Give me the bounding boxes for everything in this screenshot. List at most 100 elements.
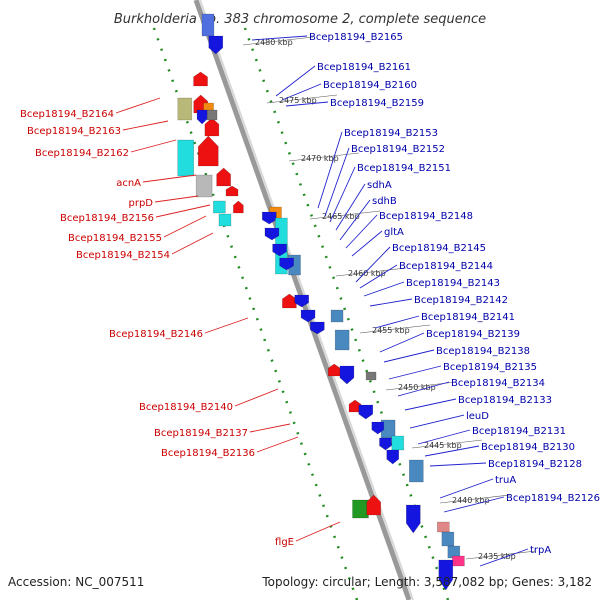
leader-line-right <box>251 35 308 41</box>
gene-feature-blue <box>339 365 355 385</box>
leader-line-left <box>130 139 177 153</box>
gene-feature-blue <box>405 504 421 534</box>
accession-text: Accession: NC_007511 <box>8 575 144 589</box>
leader-line-right <box>275 65 316 97</box>
gene-feature-red <box>204 117 220 137</box>
gene-label-right: Bcep18194_B2143 <box>406 278 500 289</box>
gene-feature-blue <box>196 109 208 125</box>
gene-feature-blue <box>201 13 215 37</box>
kbp-tick-label: 2460 kbp <box>348 269 386 278</box>
leader-line-right <box>335 183 366 231</box>
leader-line-right <box>417 429 471 445</box>
gene-feature-blue <box>438 559 454 591</box>
leader-line-right <box>355 246 391 283</box>
gene-label-right: Bcep18194_B2159 <box>330 98 424 109</box>
leader-line-right <box>397 381 450 397</box>
gene-feature-steel <box>334 329 350 351</box>
gene-feature-blue <box>300 309 316 323</box>
kbp-tick-label: 2480 kbp <box>255 38 293 47</box>
gene-feature-red <box>348 399 362 413</box>
gene-feature-cyan <box>213 200 226 214</box>
kbp-tick-line <box>242 36 314 46</box>
gene-label-right: Bcep18194_B2133 <box>458 395 552 406</box>
gene-label-right: sdhB <box>372 196 397 207</box>
leader-line-left <box>204 317 249 334</box>
leader-line-right <box>317 131 343 209</box>
leader-line-right <box>388 365 442 380</box>
gene-label-right: Bcep18194_B2130 <box>481 442 575 453</box>
gene-label-left: Bcep18194_B2164 <box>20 109 114 120</box>
gene-label-left: Bcep18194_B2155 <box>68 233 162 244</box>
gene-feature-pink <box>437 521 450 533</box>
gene-feature-red <box>366 494 382 516</box>
leader-line-left <box>122 120 169 131</box>
kbp-tick-label: 2455 kbp <box>372 326 410 335</box>
gene-feature-red <box>282 293 297 309</box>
gene-label-right: Bcep18194_B2144 <box>399 261 493 272</box>
leader-line-left <box>115 97 161 114</box>
gene-label-left: Bcep18194_B2146 <box>109 329 203 340</box>
kbp-tick-label: 2450 kbp <box>398 383 436 392</box>
gene-label-right: Bcep18194_B2160 <box>323 80 417 91</box>
gene-feature-green <box>352 499 369 519</box>
gene-label-right: Bcep18194_B2145 <box>392 243 486 254</box>
kbp-tick-line <box>465 550 537 560</box>
gene-label-right: Bcep18194_B2141 <box>421 312 515 323</box>
gene-label-right: Bcep18194_B2151 <box>357 163 451 174</box>
leader-line-right <box>404 398 457 411</box>
gene-feature-red <box>233 200 244 214</box>
leader-line-right <box>359 264 398 289</box>
kbp-tick-line <box>359 324 431 334</box>
topology-text: Topology: circular; Length: 3,587,082 bp… <box>261 575 592 589</box>
leader-line-right <box>345 214 378 249</box>
leader-line-left <box>142 174 197 183</box>
leader-line-right <box>329 166 356 223</box>
gene-feature-red <box>216 167 231 187</box>
leader-line-right <box>285 101 329 107</box>
kbp-tick-line <box>439 494 511 504</box>
leader-line-right <box>479 548 529 567</box>
gene-feature-blue <box>358 404 374 420</box>
leader-line-right <box>351 230 383 257</box>
gene-feature-steel <box>330 309 344 323</box>
gene-feature-cyan <box>177 139 194 177</box>
gene-label-right: Bcep18194_B2148 <box>379 211 473 222</box>
gene-label-right: Bcep18194_B2153 <box>344 128 438 139</box>
gene-feature-red <box>193 71 208 87</box>
gene-label-right: Bcep18194_B2135 <box>443 362 537 373</box>
leader-line-right <box>383 349 435 363</box>
leader-line-right <box>324 147 350 217</box>
leader-line-right <box>409 414 465 429</box>
gene-label-right: Bcep18194_B2126 <box>506 493 600 504</box>
gene-label-left: Bcep18194_B2137 <box>154 428 248 439</box>
gene-label-right: Bcep18194_B2139 <box>426 329 520 340</box>
gene-label-right: trpA <box>530 545 551 556</box>
gene-label-right: gltA <box>384 227 404 238</box>
leader-line-left <box>295 521 341 542</box>
leader-line-left <box>154 195 199 203</box>
map-title: Burkholderia sp. 383 chromosome 2, compl… <box>114 12 486 27</box>
gene-feature-olive <box>177 97 193 121</box>
gene-label-right: Bcep18194_B2134 <box>451 378 545 389</box>
kbp-tick-label: 2465 kbp <box>322 212 360 221</box>
gene-feature-blue <box>208 35 224 55</box>
kbp-tick-label: 2475 kbp <box>279 96 317 105</box>
gene-label-left: prpD <box>128 198 153 209</box>
leader-line-left <box>234 388 279 407</box>
gene-feature-cyan <box>391 435 405 451</box>
gene-label-right: leuD <box>466 411 489 422</box>
gene-label-left: flgE <box>275 537 294 548</box>
gene-label-right: Bcep18194_B2138 <box>436 346 530 357</box>
leader-line-right <box>424 445 480 457</box>
kbp-tick-line <box>288 152 360 162</box>
leader-line-right <box>374 315 420 329</box>
gene-feature-red <box>197 135 219 167</box>
gene-label-right: Bcep18194_B2131 <box>472 426 566 437</box>
gene-features <box>177 13 465 591</box>
gene-feature-blue <box>379 437 392 451</box>
gene-label-left: Bcep18194_B2154 <box>76 250 170 261</box>
gene-feature-blue <box>272 243 287 257</box>
gene-feature-steel <box>408 459 424 483</box>
gene-label-right: truA <box>495 475 516 486</box>
kbp-tick-label: 2470 kbp <box>301 154 339 163</box>
